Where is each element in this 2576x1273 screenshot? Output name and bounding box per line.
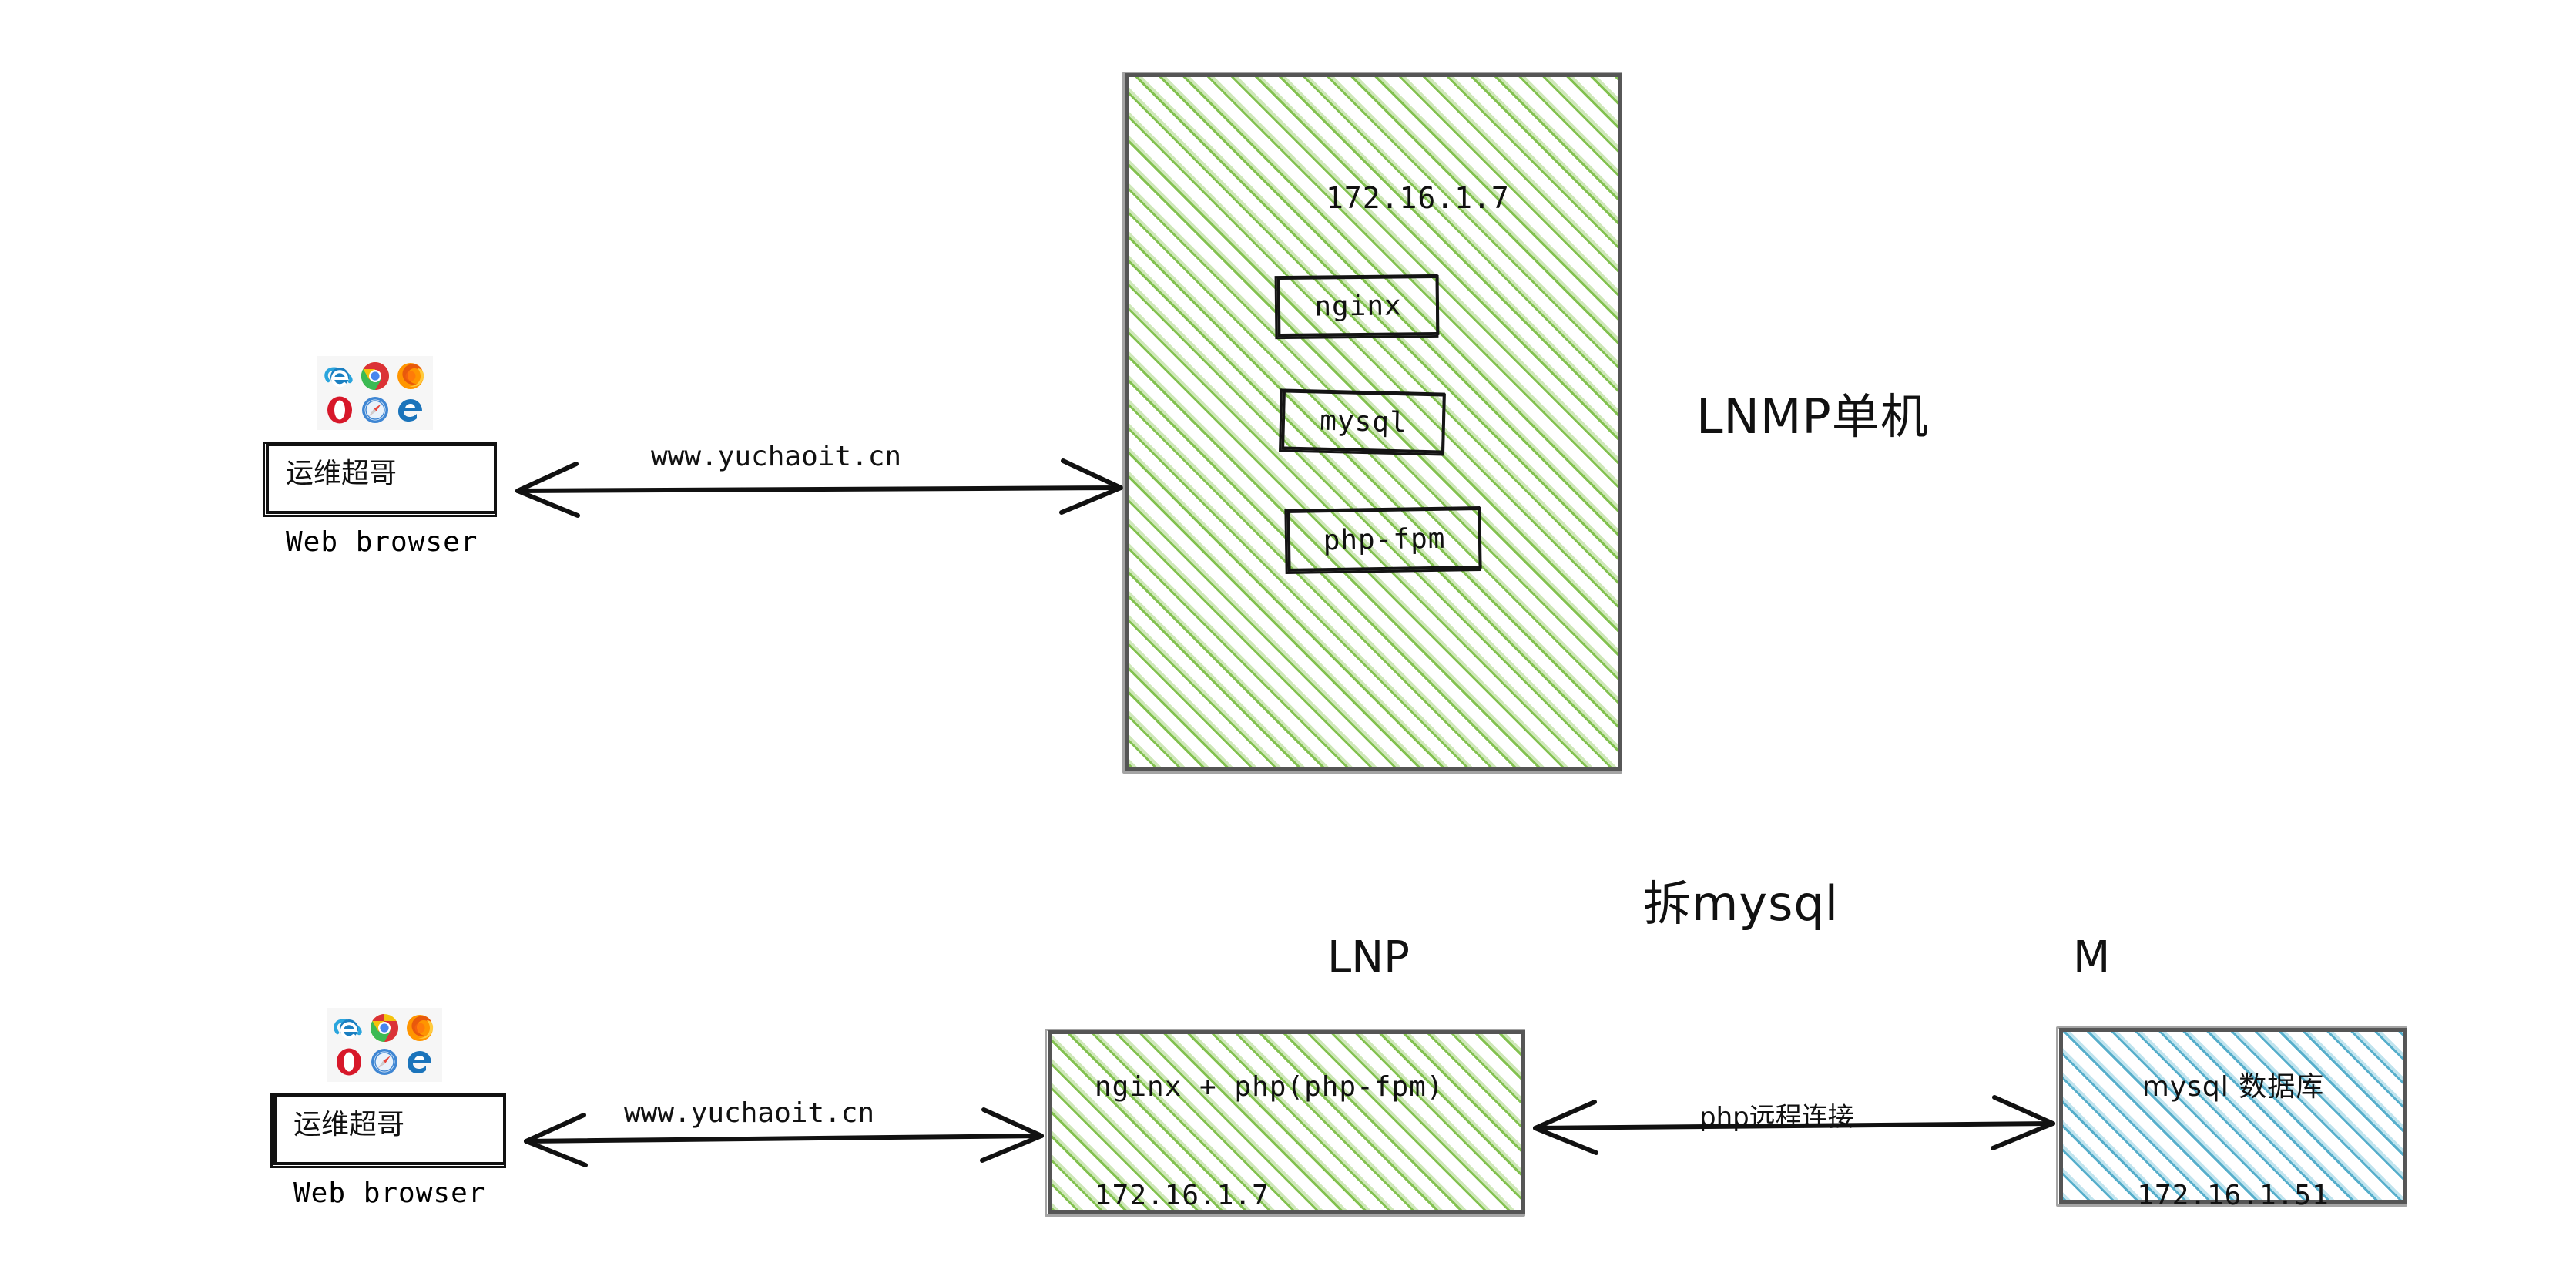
service-box-nginx: nginx xyxy=(1276,274,1440,338)
internet-explorer-icon xyxy=(331,1011,367,1045)
label-m: M xyxy=(2073,932,2111,982)
lnp-ip: 172.16.1.7 xyxy=(1095,1180,1270,1211)
service-box-php-fpm: php-fpm xyxy=(1286,507,1482,572)
node-box-mysql: mysql 数据库 172.16.1.51 xyxy=(2056,1026,2407,1211)
firefox-icon xyxy=(402,1011,438,1045)
opera-icon xyxy=(322,393,357,427)
server-ip-lnmp: 172.16.1.7 xyxy=(1326,181,1510,215)
firefox-icon xyxy=(393,359,428,393)
service-box-mysql: mysql xyxy=(1281,389,1446,454)
client-box-top: 运维超哥 Web browser xyxy=(263,442,497,558)
client-label-cn-bottom: 运维超哥 xyxy=(293,1109,405,1140)
mysql-ip: 172.16.1.51 xyxy=(2137,1180,2329,1211)
client-label-en-top: Web browser xyxy=(286,526,478,558)
mysql-title: mysql 数据库 xyxy=(2142,1071,2325,1103)
safari-icon xyxy=(367,1045,402,1079)
node-box-lnp: nginx + php(php-fpm) 172.16.1.7 xyxy=(1045,1029,1525,1217)
heading-split-mysql: 拆mysql xyxy=(1643,875,1839,932)
service-label-nginx: nginx xyxy=(1314,289,1402,323)
lnp-services: nginx + php(php-fpm) xyxy=(1095,1071,1444,1103)
safari-icon xyxy=(357,393,393,427)
server-box-lnmp: 172.16.1.7 nginx mysql php-fpm xyxy=(1122,72,1622,774)
internet-explorer-icon xyxy=(322,359,357,393)
service-label-php-fpm: php-fpm xyxy=(1323,522,1446,556)
label-lnp: LNP xyxy=(1327,932,1410,982)
browser-icon-cluster-top xyxy=(317,356,433,430)
client-box-bottom: 运维超哥 Web browser xyxy=(270,1093,506,1209)
chrome-icon xyxy=(357,359,393,393)
edge-label-top: www.yuchaoit.cn xyxy=(651,441,902,472)
client-label-cn-top: 运维超哥 xyxy=(286,458,397,489)
chrome-icon xyxy=(367,1011,402,1045)
edge-label-bottom-right: php远程连接 xyxy=(1699,1102,1854,1133)
client-label-en-bottom: Web browser xyxy=(293,1177,486,1209)
edge-icon xyxy=(393,393,428,427)
service-label-mysql: mysql xyxy=(1319,405,1408,438)
edge-icon xyxy=(402,1045,438,1079)
heading-lnmp: LNMP单机 xyxy=(1696,388,1929,445)
opera-icon xyxy=(331,1045,367,1079)
browser-icon-cluster-bottom xyxy=(327,1008,442,1082)
edge-label-bottom-left: www.yuchaoit.cn xyxy=(624,1097,875,1129)
